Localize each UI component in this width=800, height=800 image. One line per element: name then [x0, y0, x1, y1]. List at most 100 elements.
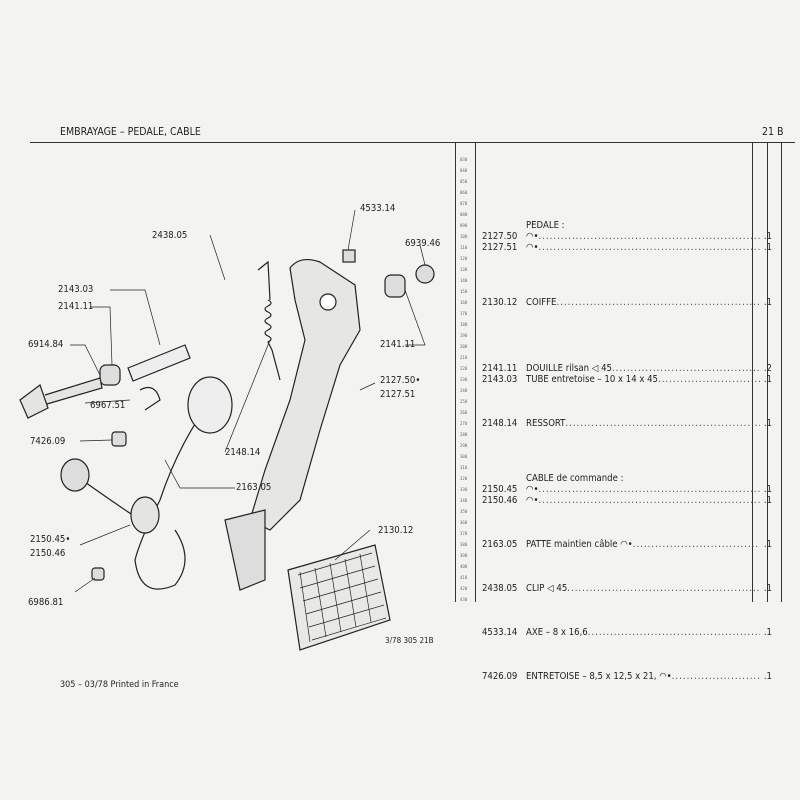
cable-end-clip: [91, 567, 105, 581]
callout-2141-11-right: 2141.11: [380, 339, 416, 350]
parts-row: 2148.14 RESSORT .1: [482, 418, 772, 429]
part-qty: .1: [763, 539, 772, 550]
part-desc: DOUILLE rilsan ◁ 45: [526, 363, 612, 374]
callout-2141-11: 2141.11: [58, 301, 94, 312]
page-reference: 21 B: [762, 126, 784, 138]
drawing-reference: 3/78 305 21B: [385, 636, 434, 645]
ruler-mark: 240: [460, 388, 468, 393]
callout-2163-05: 2163.05: [236, 482, 272, 493]
callout-4533-14: 4533.14: [360, 203, 396, 214]
part-qty: .1: [763, 671, 772, 682]
pedal-pad: [224, 509, 266, 591]
part-num: 2148.14: [482, 418, 518, 429]
spring: [257, 260, 281, 381]
group-label: CABLE de commande :: [526, 473, 624, 484]
callout-2438-05: 2438.05: [152, 230, 188, 241]
ruler-mark: 420: [460, 586, 468, 591]
callout-2127-50: 2127.50•: [380, 375, 421, 386]
part-qty: .1: [763, 583, 772, 594]
ruler-mark: 060: [460, 190, 468, 195]
ruler-mark: 080: [460, 212, 468, 217]
parts-row: 2163.05 PATTE maintien câble ◠• .1: [482, 539, 772, 550]
part-num: 2143.03: [482, 374, 518, 385]
callout-2127-51: 2127.51: [380, 389, 416, 400]
part-qty: .1: [763, 418, 772, 429]
parts-row: 2150.46◠•.1: [482, 495, 772, 506]
clip: [139, 387, 161, 411]
cable-bracket: [187, 376, 233, 434]
ruler-mark: 340: [460, 498, 468, 503]
part-qty: .1: [763, 297, 772, 308]
tube: [127, 344, 191, 382]
part-num: 2127.51: [482, 242, 518, 253]
parts-row: 2127.51 ◠• .1: [482, 242, 772, 253]
ruler-mark: 430: [460, 597, 468, 602]
part-qty: .1: [763, 495, 772, 506]
column-divider: [781, 143, 782, 602]
ruler-mark: 130: [460, 267, 468, 272]
ruler-mark: 270: [460, 421, 468, 426]
column-divider: [455, 143, 456, 602]
part-num: 2127.50: [482, 231, 518, 242]
parts-group-heading: CABLE de commande :: [482, 473, 772, 484]
ruler-mark: 350: [460, 509, 468, 514]
bushing-right: [384, 274, 406, 298]
part-qty: .1: [763, 484, 772, 495]
pedal-arm: [249, 258, 361, 531]
pedal-cover: [287, 544, 391, 651]
callout-6967-51: 6967.51: [90, 400, 126, 411]
part-desc: RESSORT: [526, 418, 566, 429]
ruler-mark: 120: [460, 256, 468, 261]
ruler-mark: 330: [460, 487, 468, 492]
part-qty: .2: [763, 363, 772, 374]
page-footer: 305 – 03/78 Printed in France: [60, 680, 179, 690]
ruler-mark: 390: [460, 553, 468, 558]
part-desc: ENTRETOISE – 8,5 x 12,5 x 21, ◠•: [526, 671, 672, 682]
page-title: EMBRAYAGE – PEDALE, CABLE: [60, 126, 201, 138]
part-num: 2130.12: [482, 297, 518, 308]
part-qty: .1: [763, 242, 772, 253]
ruler-mark: 280: [460, 432, 468, 437]
ruler-mark: 300: [460, 454, 468, 459]
bushing: [99, 364, 121, 386]
callout-7426-09: 7426.09: [30, 436, 66, 447]
part-desc: ◠•: [526, 242, 539, 253]
part-desc: ◠•: [526, 484, 539, 495]
group-label: PEDALE :: [526, 220, 565, 231]
ruler-mark: 090: [460, 223, 468, 228]
part-desc: PATTE maintien câble ◠•: [526, 539, 633, 550]
part-num: 2163.05: [482, 539, 518, 550]
nut: [415, 264, 435, 284]
header-rule: [30, 142, 795, 143]
part-num: 2150.45: [482, 484, 518, 495]
parts-row: 2127.50◠•.1: [482, 231, 772, 242]
axle: [342, 249, 356, 263]
ruler-mark: 290: [460, 443, 468, 448]
ruler-mark: 310: [460, 465, 468, 470]
part-num: 2438.05: [482, 583, 518, 594]
callout-2150-46: 2150.46: [30, 548, 66, 559]
bolt: [19, 377, 103, 419]
cable-grommet: [60, 458, 90, 492]
ruler-mark: 180: [460, 322, 468, 327]
ruler-mark: 050: [460, 179, 468, 184]
part-qty: .1: [763, 627, 772, 638]
ruler-mark: 110: [460, 245, 468, 250]
ruler-mark: 320: [460, 476, 468, 481]
ruler-mark: 030: [460, 157, 468, 162]
ruler-mark: 230: [460, 377, 468, 382]
parts-group-heading: PEDALE :: [482, 220, 772, 231]
ruler-mark: 370: [460, 531, 468, 536]
callout-6939-46: 6939.46: [405, 238, 441, 249]
ruler-mark: 070: [460, 201, 468, 206]
parts-row: 2150.45 ◠• .1: [482, 484, 772, 495]
ruler-mark: 100: [460, 234, 468, 239]
part-qty: .1: [763, 231, 772, 242]
